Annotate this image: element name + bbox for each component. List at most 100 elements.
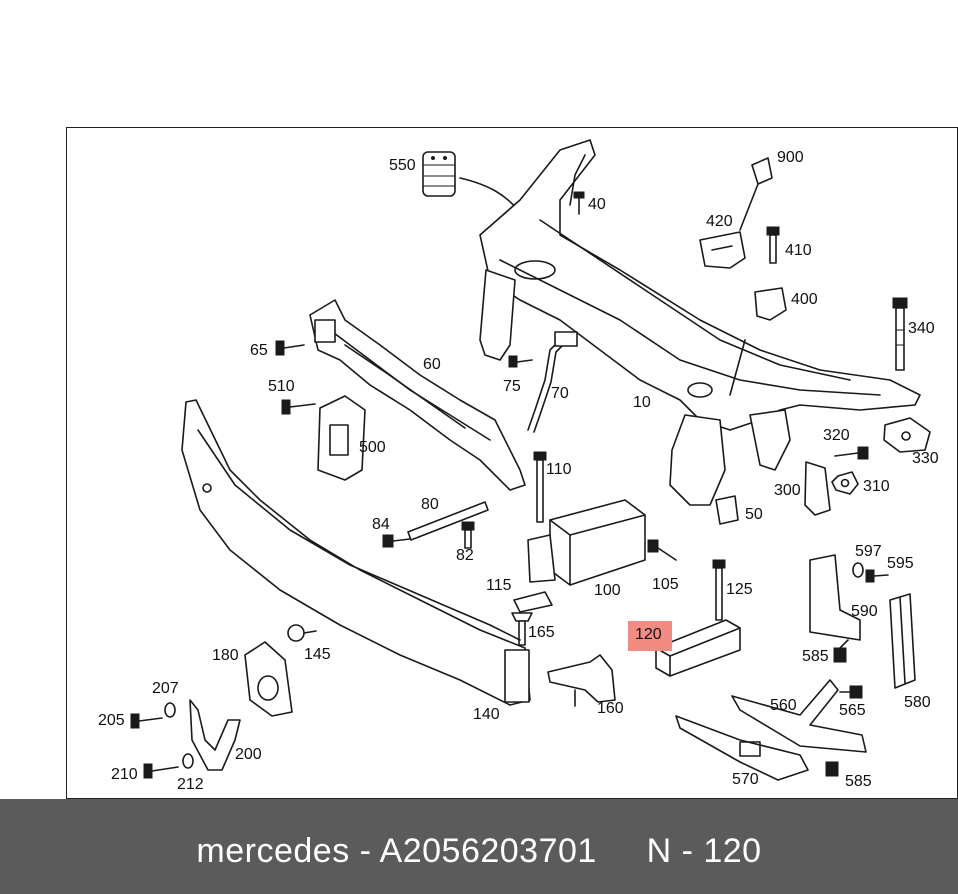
part-212-washer [182, 753, 194, 769]
part-590-bracket [809, 554, 861, 641]
part-510-bolt [281, 399, 316, 415]
caption-brand: mercedes [196, 832, 350, 870]
label-160: 160 [597, 700, 624, 717]
label-585-top: 585 [802, 648, 829, 665]
part-65-bolt [275, 340, 305, 356]
part-82-bolt [461, 521, 475, 549]
label-310: 310 [863, 478, 890, 495]
label-550: 550 [389, 157, 416, 174]
part-80-rod [407, 501, 489, 541]
label-500: 500 [359, 439, 386, 456]
label-420: 420 [706, 213, 733, 230]
label-585-bottom: 585 [845, 773, 872, 790]
label-60: 60 [423, 356, 441, 373]
label-565: 565 [839, 702, 866, 719]
part-207-washer [164, 702, 176, 718]
part-50-bracket [715, 495, 739, 525]
caption-part-number: A2056203701 [379, 832, 597, 870]
caption-text: mercedes - A2056203701 N - 120 [0, 832, 958, 871]
caption-position-prefix: N [646, 832, 672, 870]
part-210-bolt [143, 763, 179, 779]
part-115-clip [513, 591, 553, 613]
part-75-bolt [508, 355, 533, 368]
part-597-washer [852, 562, 864, 578]
label-125: 125 [726, 581, 753, 598]
label-140: 140 [473, 706, 500, 723]
label-900: 900 [777, 149, 804, 166]
part-165-bolt [511, 612, 533, 646]
part-500-bracket [317, 395, 366, 481]
part-145-bolt [287, 624, 317, 642]
label-75: 75 [503, 378, 521, 395]
caption-sep2: - [671, 832, 704, 870]
part-330-bracket [883, 417, 931, 453]
part-560-bracket [731, 679, 867, 753]
part-125-bolt [712, 559, 726, 621]
part-410-bolt [766, 226, 780, 264]
part-585-bolt-bottom [825, 761, 839, 777]
part-100-box [527, 499, 646, 586]
part-60-crossmember [309, 299, 526, 491]
label-82: 82 [456, 547, 474, 564]
part-310-nut [831, 471, 859, 495]
part-84-bolt [382, 534, 411, 548]
exploded-parts-drawing [130, 139, 931, 781]
label-115: 115 [486, 577, 512, 594]
label-80: 80 [421, 496, 439, 513]
caption-sep1: - [349, 832, 380, 870]
part-320-bolt [834, 446, 869, 460]
label-120: 120 [635, 626, 662, 643]
part-900-tag [739, 157, 773, 231]
part-580-rail [889, 593, 916, 689]
part-10-front-carrier [479, 139, 921, 506]
part-40-bolt [573, 191, 585, 215]
label-340: 340 [908, 320, 935, 337]
label-580: 580 [904, 694, 931, 711]
part-550-buffer [422, 151, 519, 211]
label-145: 145 [304, 646, 331, 663]
label-207: 207 [152, 680, 179, 697]
label-400: 400 [791, 291, 818, 308]
caption-gap [597, 832, 647, 870]
label-100: 100 [594, 582, 621, 599]
label-65: 65 [250, 342, 268, 359]
highlight-box [628, 621, 672, 651]
label-570: 570 [732, 771, 759, 788]
part-595-bolt [865, 569, 889, 583]
label-200: 200 [235, 746, 262, 763]
label-510: 510 [268, 378, 295, 395]
part-180-bracket [244, 641, 293, 717]
part-340-bolt [892, 297, 908, 371]
part-140-bumper-beam [181, 399, 531, 706]
part-585-bolt-top [833, 639, 849, 663]
part-570-bracket [675, 715, 809, 781]
label-410: 410 [785, 242, 812, 259]
label-590: 590 [851, 603, 878, 620]
label-595: 595 [887, 555, 914, 572]
part-70-rod [527, 331, 578, 433]
label-70: 70 [551, 385, 569, 402]
caption-bar [0, 799, 958, 894]
label-84: 84 [372, 516, 390, 533]
label-212: 212 [177, 776, 204, 793]
label-110: 110 [546, 461, 572, 478]
label-180: 180 [212, 647, 239, 664]
label-560: 560 [770, 697, 797, 714]
caption-position: 120 [703, 832, 762, 870]
part-400-bracket [754, 287, 787, 321]
label-105: 105 [652, 576, 679, 593]
label-10: 10 [633, 394, 651, 411]
part-110-bolt [533, 451, 547, 523]
part-105-bolt [647, 539, 677, 561]
label-50: 50 [745, 506, 763, 523]
part-565-bolt [839, 685, 863, 699]
label-330: 330 [912, 450, 939, 467]
part-200-bracket [189, 699, 241, 771]
part-205-bolt [130, 713, 163, 729]
label-40: 40 [588, 196, 606, 213]
label-300: 300 [774, 482, 801, 499]
part-420-clip [699, 231, 746, 269]
part-160-bracket [547, 654, 616, 707]
label-210: 210 [111, 766, 138, 783]
label-597: 597 [855, 543, 882, 560]
